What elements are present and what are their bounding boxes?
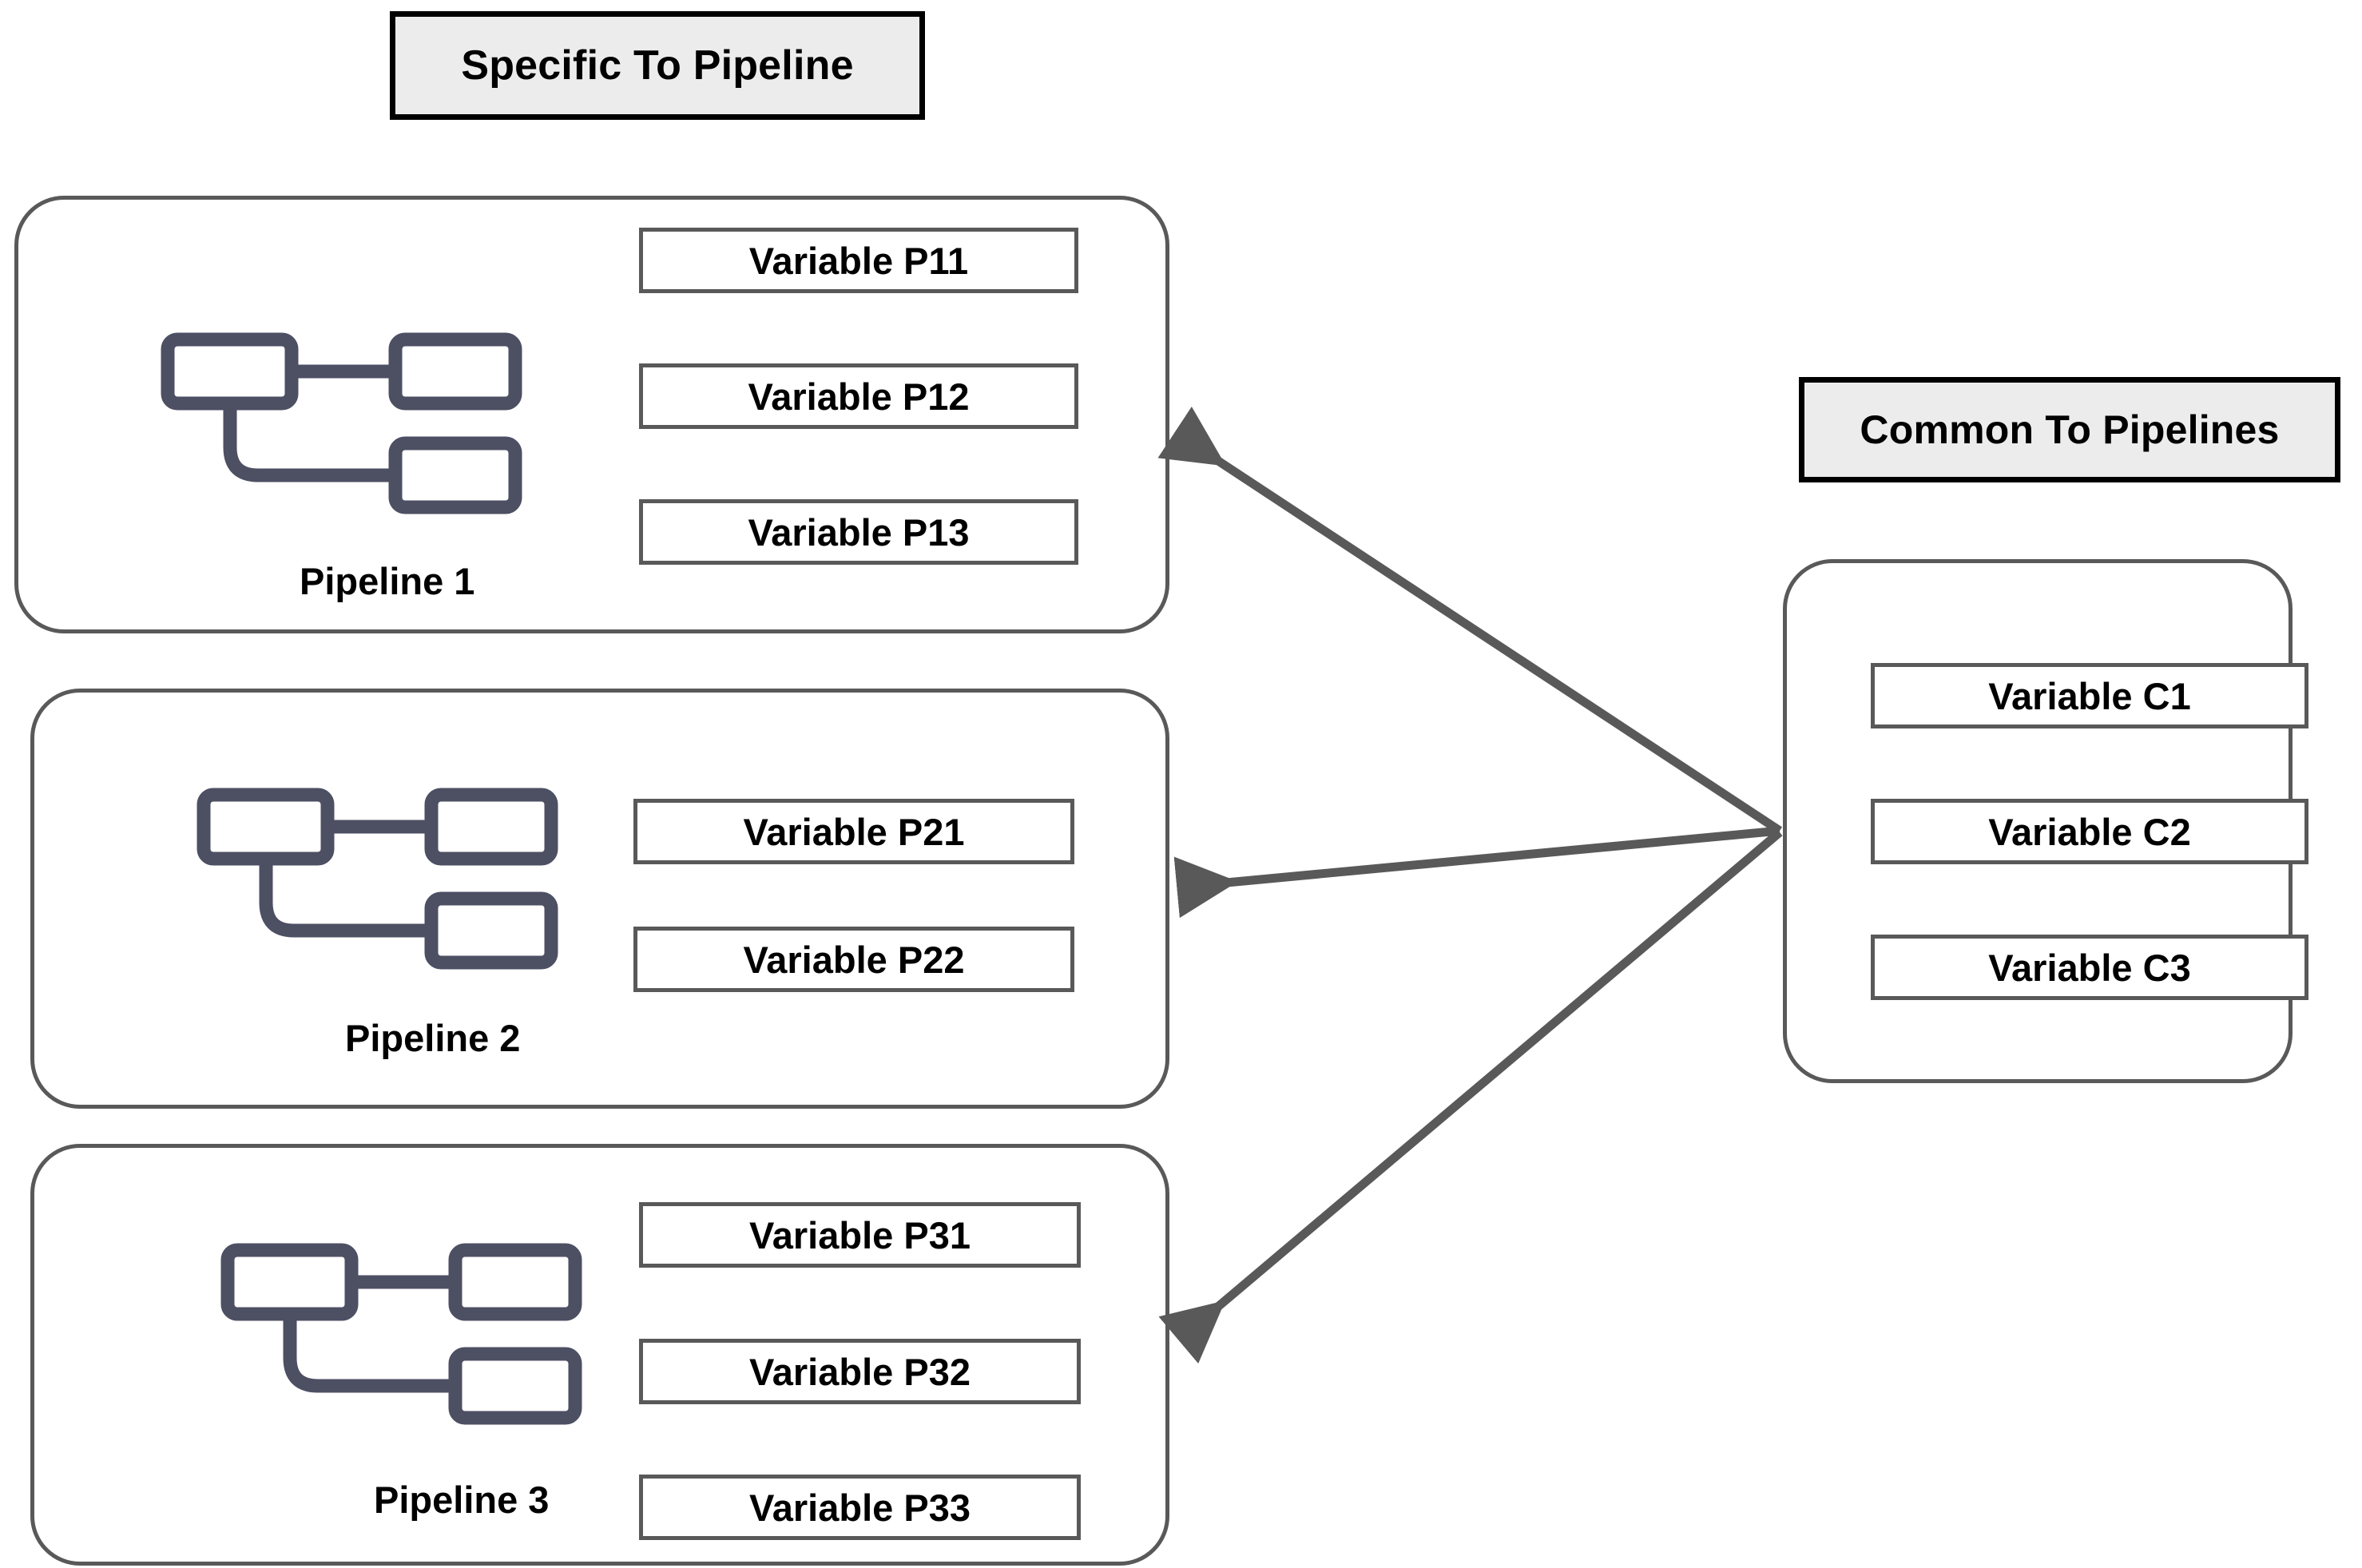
variable-chip: Variable C1 <box>1871 663 2308 728</box>
pipeline-label-2: Pipeline 2 <box>345 1017 521 1059</box>
variable-chip: Variable P22 <box>633 927 1074 992</box>
variable-chip: Variable C3 <box>1871 935 2308 1000</box>
banner-common-to-pipelines: Common To Pipelines <box>1799 377 2340 482</box>
variable-chip: Variable P11 <box>639 228 1078 293</box>
variable-chip: Variable P31 <box>639 1202 1081 1268</box>
pipeline-label-3: Pipeline 3 <box>374 1479 550 1521</box>
variable-chip: Variable P33 <box>639 1475 1081 1540</box>
pipeline-flow-icon <box>160 331 527 519</box>
variable-chip: Variable C2 <box>1871 799 2308 864</box>
variable-chip: Variable P13 <box>639 499 1078 565</box>
pipeline-label-1: Pipeline 1 <box>300 560 475 602</box>
arrow-common-to-pipeline-2 <box>1173 826 1780 919</box>
pipeline-flow-icon <box>220 1242 587 1430</box>
arrow-common-to-pipeline-1 <box>1157 407 1783 835</box>
variable-chip: Variable P12 <box>639 363 1078 429</box>
variable-chip: Variable P21 <box>633 799 1074 864</box>
arrow-common-to-pipeline-3 <box>1158 828 1783 1364</box>
variable-chip: Variable P32 <box>639 1339 1081 1404</box>
pipeline-group-2 <box>30 689 1169 1109</box>
banner-specific-to-pipeline: Specific To Pipeline <box>390 11 925 120</box>
pipeline-flow-icon <box>196 787 563 975</box>
